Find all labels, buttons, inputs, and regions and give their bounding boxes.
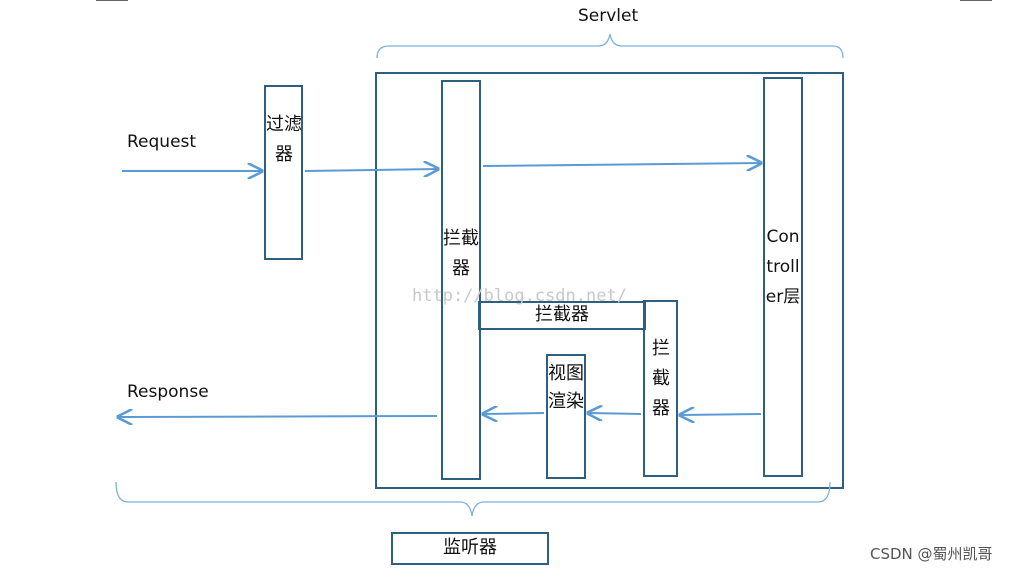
view-render-box	[546, 354, 586, 479]
interceptor-right-label: 拦截器	[652, 338, 670, 419]
filter-to-interceptor-arrow	[304, 169, 438, 171]
interceptor-to-view-arrow	[588, 413, 642, 414]
response-label: Response	[127, 382, 209, 402]
filter-box	[264, 85, 303, 260]
servlet-label: Servlet	[578, 6, 639, 26]
request-label: Request	[127, 132, 197, 152]
interceptor-left-label: 拦截器	[443, 228, 479, 279]
filter-label: 过滤器	[266, 114, 302, 165]
controller-label: Controller层	[765, 227, 801, 307]
controller-to-interceptor-arrow	[680, 414, 762, 415]
interceptor-horizontal-label: 拦截器	[535, 304, 589, 325]
view-to-interceptor-arrow	[483, 413, 545, 414]
controller-box	[763, 77, 803, 477]
watermark: http://blog.csdn.net/	[412, 286, 627, 306]
view-render-label: 视图渲染	[548, 363, 584, 412]
servlet-brace	[376, 33, 844, 59]
credit-text: CSDN @蜀州凯哥	[870, 545, 993, 563]
response-arrow	[118, 416, 438, 417]
listener-box	[391, 532, 549, 565]
listener-label: 监听器	[443, 537, 497, 558]
interceptor-to-controller-arrow	[482, 163, 761, 166]
interceptor-right-box	[643, 300, 678, 477]
servlet-container	[375, 72, 844, 489]
listener-brace	[115, 481, 831, 517]
interceptor-left-box	[441, 80, 481, 480]
